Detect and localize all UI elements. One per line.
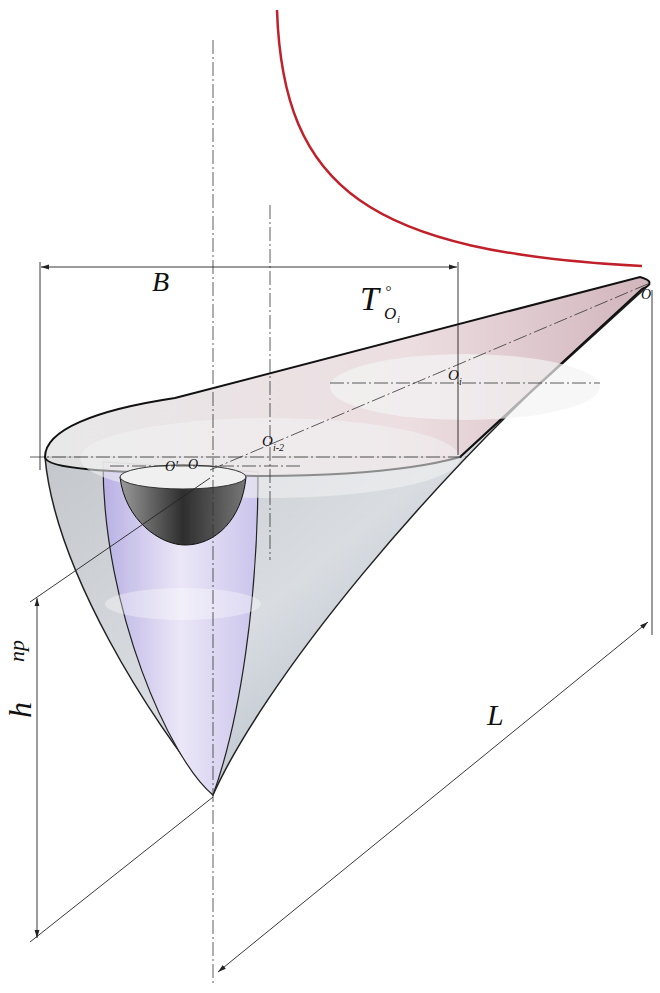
dimension-label: h <box>4 702 36 718</box>
subscript-label: O <box>384 305 396 322</box>
point-label: O' <box>165 460 178 474</box>
subscript-label: i <box>397 314 400 325</box>
dimension-label: B <box>152 268 169 296</box>
point-label: O <box>262 434 273 449</box>
dimension-label: L <box>487 700 504 730</box>
point-label: O <box>448 368 459 383</box>
point-label: O <box>641 288 651 302</box>
subscript-label: i <box>459 377 462 387</box>
subscript-label: i-2 <box>273 443 284 453</box>
symbol-label: T <box>360 282 379 316</box>
superscript-label: ° <box>385 284 391 299</box>
point-label: O <box>188 458 198 472</box>
dimension-label: np <box>6 640 28 662</box>
